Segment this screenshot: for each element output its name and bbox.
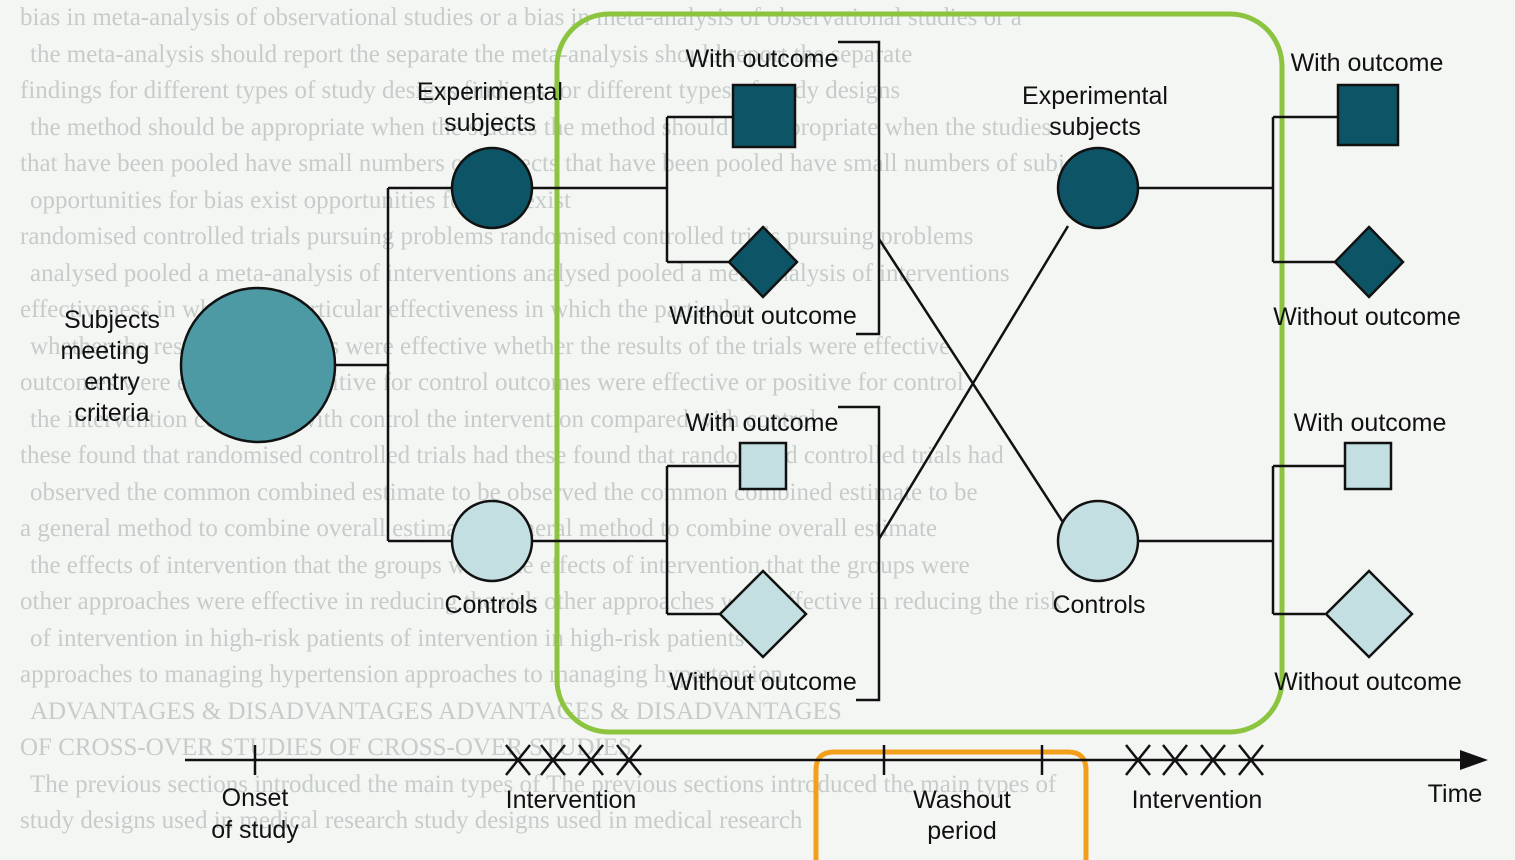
time-arrow-head: [1460, 750, 1488, 770]
with-outcome-label-1b: With outcome: [686, 409, 839, 437]
intervention-label-2: Intervention: [1132, 786, 1263, 814]
background-text-line: effectiveness in which the particular ef…: [20, 296, 751, 323]
background-text-line: the meta-analysis should report the sepa…: [30, 40, 913, 68]
with-outcome-label-1a: With outcome: [686, 45, 839, 73]
exp1-with-outcome-square: [731, 83, 797, 149]
background-text-line: ADVANTAGES & DISADVANTAGES ADVANTAGES & …: [30, 697, 842, 725]
ctrl1-without-outcome-diamond: [718, 569, 808, 659]
with-outcome-label-2b: With outcome: [1294, 409, 1447, 437]
ctrl1-with-outcome-square: [738, 441, 788, 491]
experimental-circle-period-1: [450, 146, 534, 230]
without-outcome-label-1b: Without outcome: [669, 668, 857, 696]
subjects-label-line1: Subjects: [64, 306, 160, 334]
without-outcome-label-1a: Without outcome: [669, 302, 857, 330]
ctrl2-with-outcome-square: [1343, 441, 1393, 491]
background-text-line: other approaches were effective in reduc…: [20, 588, 1063, 615]
washout-highlight-box: [813, 749, 1089, 860]
experimental-label-1-line1: Experimental: [417, 78, 563, 106]
background-text-line: these found that randomised controlled t…: [20, 442, 1004, 469]
background-text-line: OF CROSS-OVER STUDIES OF CROSS-OVER STUD…: [20, 734, 632, 761]
background-text-line: of intervention in high-risk patients of…: [30, 624, 745, 652]
subjects-label-line3: entry: [84, 368, 140, 396]
crossover-line-b: [877, 238, 1070, 531]
bracket-bottom: [838, 405, 881, 702]
subjects-label-line2: meeting: [61, 337, 150, 365]
background-text-line: the intervention compared with control t…: [30, 405, 817, 433]
background-text-line: analysed pooled a meta-analysis of inter…: [30, 259, 1010, 287]
experimental-circle-period-2: [1056, 146, 1140, 230]
washout-label-line1: Washout: [913, 786, 1011, 814]
subjects-label-line4: criteria: [74, 399, 149, 427]
intervention-marks-period-1: [505, 744, 642, 776]
background-text-line: study designs used in medical research s…: [20, 807, 803, 834]
entry-subjects-circle: [179, 286, 337, 444]
background-text-line: approaches to managing hypertension appr…: [20, 661, 783, 688]
crossover-highlight-box: [554, 11, 1285, 735]
experimental-label-1-line2: subjects: [444, 109, 536, 137]
time-label: Time: [1428, 780, 1483, 808]
experimental-label-2-line2: subjects: [1049, 113, 1141, 141]
intervention-label-1: Intervention: [506, 786, 637, 814]
washout-label-line2: period: [927, 817, 997, 845]
control-circle-period-1: [450, 499, 534, 583]
without-outcome-label-2a: Without outcome: [1273, 303, 1461, 331]
background-text-line: that have been pooled have small numbers…: [20, 150, 1104, 177]
controls-label-1: Controls: [444, 591, 537, 619]
background-text-line: The previous sections introduced the mai…: [30, 770, 1057, 798]
bracket-top: [838, 40, 881, 336]
without-outcome-label-2b: Without outcome: [1274, 668, 1462, 696]
background-text-line: outcomes were effective or positive for …: [20, 369, 964, 396]
background-text-line: the method should be appropriate when th…: [30, 113, 1052, 141]
experimental-label-2-line1: Experimental: [1022, 82, 1168, 110]
intervention-marks-period-2: [1125, 744, 1264, 776]
background-text-line: bias in meta-analysis of observational s…: [20, 4, 1022, 31]
onset-label-line1: Onset: [222, 784, 289, 812]
onset-label-line2: of study: [211, 816, 299, 844]
background-text-line: observed the common combined estimate to…: [30, 478, 978, 506]
with-outcome-label-2a: With outcome: [1291, 49, 1444, 77]
ctrl2-without-outcome-diamond: [1324, 569, 1414, 659]
exp2-with-outcome-square: [1336, 83, 1400, 147]
exp1-without-outcome-diamond: [727, 225, 799, 299]
controls-label-2: Controls: [1052, 591, 1145, 619]
control-circle-period-2: [1056, 499, 1140, 583]
exp2-without-outcome-diamond: [1333, 225, 1405, 299]
